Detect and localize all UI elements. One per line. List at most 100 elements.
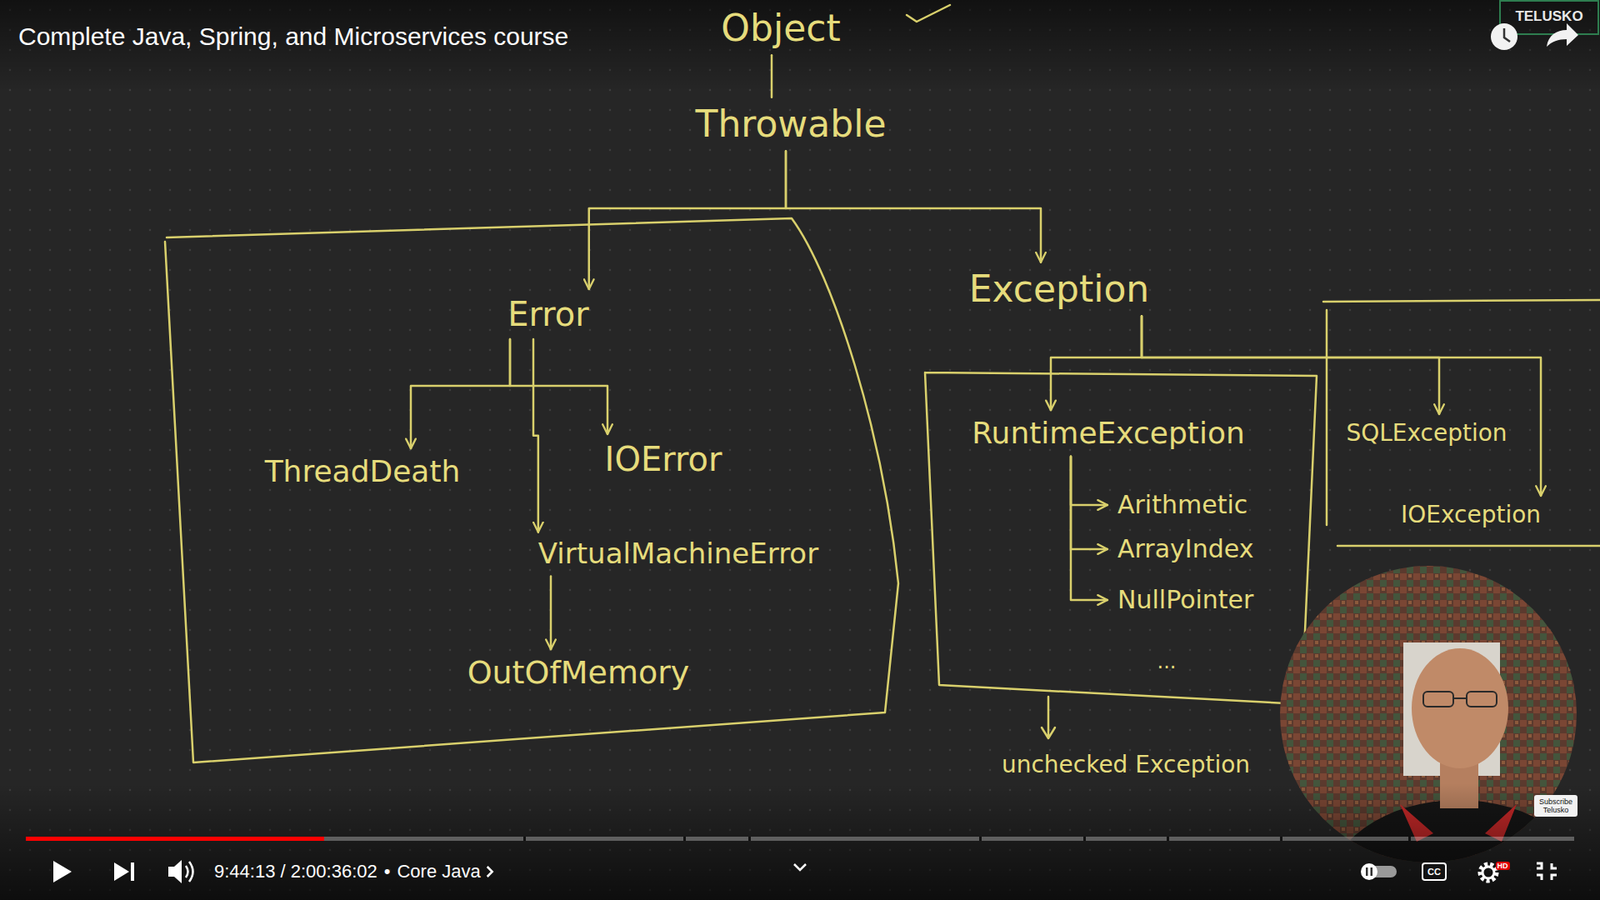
label-text: ... <box>1157 650 1177 675</box>
inheritance-arrow <box>1070 456 1108 505</box>
class-name: OutOfMemory <box>467 655 690 692</box>
class-name-node: SQLException <box>1340 417 1512 450</box>
chapter-chevron <box>487 866 493 877</box>
clock-icon <box>1490 23 1518 50</box>
class-name-node: OutOfMemory <box>462 652 695 695</box>
drawing-part <box>1370 867 1374 876</box>
autoplay-toggle <box>1360 863 1397 880</box>
class-name: Error <box>507 295 590 334</box>
drawing-part <box>683 836 686 841</box>
drawing-part <box>748 836 751 841</box>
label-text: unchecked Exception <box>1001 751 1250 779</box>
class-name-node: Throwable <box>690 100 892 149</box>
inheritance-arrow <box>550 576 553 650</box>
next-icon <box>114 862 135 881</box>
class-name-node: Error <box>502 292 595 336</box>
label-text: CC <box>1427 866 1441 878</box>
top-shade <box>0 0 1600 92</box>
checked-group-bottom <box>1337 545 1600 548</box>
separator-dot: • <box>384 860 391 882</box>
class-name-node: IOError <box>600 437 728 481</box>
label-text: Subscribe Telusko <box>1536 797 1575 815</box>
error-group-outline <box>165 218 899 763</box>
captions-icon <box>1422 863 1446 880</box>
class-name-node: ThreadDeath <box>260 451 466 491</box>
class-name: IOError <box>605 440 723 479</box>
hd-badge: HD <box>1495 861 1510 870</box>
class-name: IOException <box>1400 501 1541 529</box>
inheritance-arrow <box>1050 315 1142 410</box>
class-name-node: IOException <box>1395 499 1546 531</box>
class-name: Exception <box>969 268 1150 311</box>
class-name: Object <box>720 7 840 50</box>
settings-icon <box>1480 864 1497 881</box>
chevron-down <box>794 864 806 870</box>
captions-label: CC <box>1427 866 1441 878</box>
note-text: unchecked Exception <box>1001 751 1250 779</box>
presenter-glasses <box>1423 691 1497 707</box>
drawing-part <box>1423 691 1454 707</box>
inheritance-arrow <box>410 339 510 449</box>
class-name-node: VirtualMachineError <box>533 535 824 573</box>
class-name-node: RuntimeException <box>966 413 1250 453</box>
inheritance-arrow <box>589 150 786 290</box>
drawing-part <box>1490 23 1518 50</box>
inheritance-arrow <box>770 55 774 97</box>
class-name-node: Object <box>715 5 845 53</box>
class-name-node: Arithmetic <box>1112 488 1253 523</box>
drawing-part <box>185 861 194 882</box>
inheritance-arrow <box>510 339 608 435</box>
inheritance-arrow <box>533 339 539 532</box>
runtime-group-outline <box>925 372 1317 705</box>
label-text: HD <box>1497 861 1509 870</box>
inheritance-arrow <box>1141 315 1440 415</box>
label-text: 9:44:13 / 2:00:36:02 <box>214 860 378 882</box>
drawing-part <box>1504 28 1510 42</box>
class-name: Arithmetic <box>1117 490 1248 520</box>
class-name: ArrayIndex <box>1117 535 1254 565</box>
drawing-part <box>1480 864 1497 881</box>
drawing-part <box>1453 697 1467 700</box>
progress-played <box>25 836 325 841</box>
drawing-part <box>1365 867 1369 876</box>
checked-group-top <box>1323 300 1600 302</box>
time-display: 9:44:13 / 2:00:36:02 <box>214 860 378 882</box>
class-name-node: NullPointer <box>1112 583 1259 618</box>
progress-track <box>25 836 1575 841</box>
channel-badge: TELUSKO <box>1515 8 1583 25</box>
chapter-name: Core Java <box>396 860 480 882</box>
drawing-part <box>1408 836 1411 841</box>
bottom-shade <box>0 783 1600 900</box>
class-name-node: Exception <box>964 265 1155 314</box>
drawing-part <box>1482 866 1495 879</box>
class-name: VirtualMachineError <box>538 537 819 570</box>
class-name: SQLException <box>1345 420 1507 447</box>
drawing-part <box>979 836 982 841</box>
drawing-part <box>1166 836 1170 841</box>
subscribe-badge: Subscribe Telusko <box>1534 795 1578 818</box>
drawing-part <box>1360 863 1378 880</box>
title-text: Complete Java, Spring, and Microservices… <box>18 22 569 52</box>
drawing-part <box>168 860 182 884</box>
play-icon <box>53 860 72 883</box>
fullscreen-icon <box>1536 863 1557 880</box>
label-text: • <box>384 860 391 882</box>
presenter-head <box>1411 648 1509 769</box>
class-name: Throwable <box>695 103 887 146</box>
inheritance-arrow <box>1070 456 1108 600</box>
label-text: TELUSKO <box>1515 8 1583 25</box>
class-name: ThreadDeath <box>265 454 461 489</box>
volume-icon <box>168 860 194 884</box>
inheritance-arrow <box>1141 315 1541 496</box>
class-name: RuntimeException <box>971 415 1245 450</box>
checked-group-side <box>1325 310 1329 525</box>
unchecked-arrow <box>1041 696 1055 739</box>
drawing-part <box>1083 836 1086 841</box>
check-mark <box>906 5 950 22</box>
class-name-node: ArrayIndex <box>1112 532 1259 567</box>
drawing-part <box>1466 691 1497 707</box>
chapter-gaps <box>523 836 1411 841</box>
